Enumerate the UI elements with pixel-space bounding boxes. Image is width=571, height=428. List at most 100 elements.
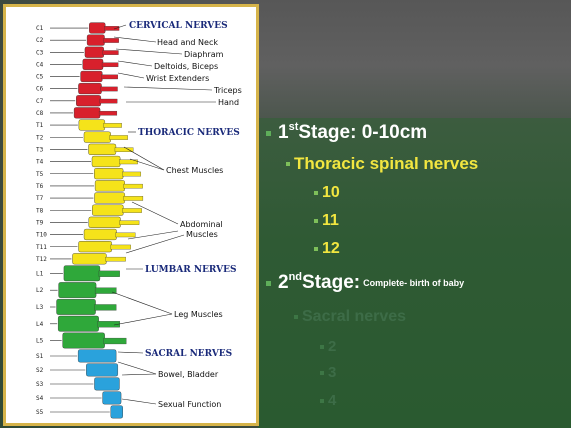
spinous-process-t11 [111,245,131,249]
vertebra-label-t8: T8 [36,207,44,214]
vertebra-label-t9: T9 [36,219,44,226]
vertebra-c3 [85,47,104,58]
vertebra-label-l4: L4 [36,321,44,328]
bullet-icon [320,399,324,403]
vertebra-s1 [78,350,116,363]
stage-2-number: 2 [278,272,289,294]
vertebra-t5 [94,168,123,179]
vertebra-t2 [84,132,111,143]
bullet-icon [320,371,324,375]
spinous-process-l1 [99,271,120,277]
vertebra-label-c3: C3 [36,49,44,56]
vertebra-label-l5: L5 [36,338,44,345]
vertebra-l4 [58,316,99,331]
vertebra-label-l3: L3 [36,304,44,311]
vertebra-l1 [64,266,100,281]
thoracic-nerves-item: Thoracic spinal nerves [286,154,478,174]
vertebra-label-c6: C6 [36,86,44,93]
bullet-icon [266,281,271,286]
spinous-process-t9 [120,221,140,225]
bullet-icon [286,162,290,166]
function-leader-17 [118,352,143,353]
sacral-nerves-label: SACRAL NERVES [145,349,232,359]
nerve-2-item: 2 [320,338,336,355]
spinous-process-c4 [102,63,118,67]
stage-2-suffix: nd [289,271,302,283]
nerve-4-text: 4 [328,392,336,409]
bullet-icon [314,219,318,223]
bullet-icon [266,131,271,136]
vertebra-s5 [111,406,123,419]
vertebra-t1 [79,120,105,131]
vertebra-label-t4: T4 [36,159,44,166]
vertebra-t10 [84,229,117,240]
hand-label: Hand [218,98,239,107]
vertebra-t7 [94,193,124,204]
stage-1-suffix: st [289,121,299,133]
function-leader-12 [128,231,178,239]
spinous-process-c7 [100,99,117,103]
vertebra-t11 [79,241,112,252]
thoracic-nerves-label: THORACIC NERVES [138,128,240,138]
function-leader-16 [114,314,172,325]
vertebra-label-s5: S5 [36,409,44,416]
spinous-process-l3 [95,304,117,310]
vertebra-label-s1: S1 [36,353,44,360]
vertebra-label-s4: S4 [36,395,44,402]
vertebra-c7 [76,95,101,106]
abdominal-label: Abdominal [180,220,223,229]
spinous-process-c6 [101,87,118,91]
deltoids-biceps-label: Deltoids, Biceps [154,62,218,71]
sacral-nerves-text: Sacral nerves [302,308,406,326]
function-leader-15 [112,292,172,314]
sexual-function-label: Sexual Function [158,400,221,409]
spinous-process-t7 [124,196,143,200]
chest-muscles-label: Chest Muscles [166,166,223,175]
vertebra-label-t5: T5 [36,171,44,178]
sacral-nerves-item: Sacral nerves [294,308,406,326]
spinous-process-t1 [104,123,122,127]
head-neck-label: Head and Neck [157,38,218,47]
stage-2-text: Stage: [302,272,360,294]
function-leader-4 [118,61,152,66]
vertebra-label-t6: T6 [36,183,44,190]
spinous-process-t10 [116,233,136,237]
muscles-label: Muscles [186,230,218,239]
thoracic-nerves-text: Thoracic spinal nerves [294,154,478,174]
vertebra-c5 [81,71,103,82]
spinous-process-t2 [110,135,128,139]
vertebra-label-c1: C1 [36,25,44,32]
vertebra-label-t3: T3 [36,146,44,153]
nerve-11-item: 11 [314,212,339,230]
nerve-4-item: 4 [320,392,336,409]
bullet-icon [320,345,324,349]
vertebra-c6 [78,83,101,94]
bullet-icon [294,315,298,319]
vertebra-t4 [92,156,120,167]
spinous-process-c1 [104,26,119,30]
vertebra-label-l2: L2 [36,287,44,294]
spinous-process-c5 [101,75,118,79]
bullet-icon [314,191,318,195]
spinous-process-c2 [104,38,119,42]
function-leader-2 [114,37,156,42]
function-leader-18 [118,362,156,374]
diaphram-label: Diaphram [184,50,224,59]
vertebra-label-c4: C4 [36,61,44,68]
vertebra-t6 [95,180,125,191]
spinous-process-c8 [99,111,117,115]
vertebra-label-c5: C5 [36,74,44,81]
vertebra-label-t10: T10 [36,232,47,239]
nerve-12-text: 12 [322,240,340,258]
vertebra-c2 [87,35,104,46]
function-leader-6 [124,87,212,90]
stage-1-number: 1 [278,122,289,144]
vertebra-s2 [86,364,118,377]
vertebra-s4 [103,392,122,405]
vertebra-t9 [89,217,121,228]
function-leader-20 [122,399,156,404]
vertebra-s3 [94,378,119,391]
cervical-nerves-label: CERVICAL NERVES [129,21,228,31]
